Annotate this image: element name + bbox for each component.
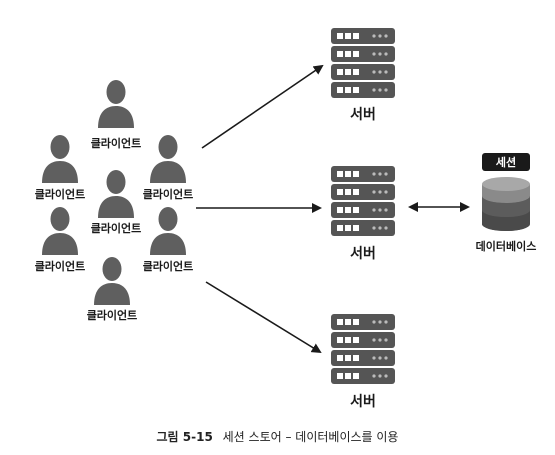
client-icon-5 [42, 207, 78, 255]
server-rack-icon-3 [331, 314, 395, 384]
figure-caption-text: 세션 스토어 – 데이터베이스를 이용 [222, 430, 399, 444]
session-badge-label: 세션 [496, 155, 516, 169]
client-icon-6 [150, 207, 186, 255]
client-icon-1 [98, 80, 134, 128]
server-rack-icon-1 [331, 28, 395, 98]
server-rack-icon-2 [331, 166, 395, 236]
client-label-6: 클라이언트 [143, 259, 194, 273]
arrow-to-server-1 [201, 64, 324, 149]
database-icon [482, 177, 530, 231]
figure-caption: 그림 5-15 세션 스토어 – 데이터베이스를 이용 [0, 428, 555, 445]
client-label-4: 클라이언트 [91, 221, 142, 235]
client-label-1: 클라이언트 [91, 136, 142, 150]
client-icon-2 [42, 135, 78, 183]
client-icon-7 [94, 257, 130, 305]
figure-number: 그림 5-15 [156, 430, 213, 444]
server-label-2: 서버 [350, 245, 376, 262]
server-label-3: 서버 [350, 393, 376, 410]
client-label-2: 클라이언트 [35, 187, 86, 201]
client-label-7: 클라이언트 [87, 308, 138, 322]
session-badge: 세션 [482, 153, 530, 171]
client-label-3: 클라이언트 [143, 187, 194, 201]
client-icon-4 [98, 170, 134, 218]
arrow-to-server-3 [205, 281, 322, 354]
database-label: 데이터베이스 [476, 239, 537, 253]
client-icon-3 [150, 135, 186, 183]
client-label-5: 클라이언트 [35, 259, 86, 273]
server-label-1: 서버 [350, 106, 376, 123]
